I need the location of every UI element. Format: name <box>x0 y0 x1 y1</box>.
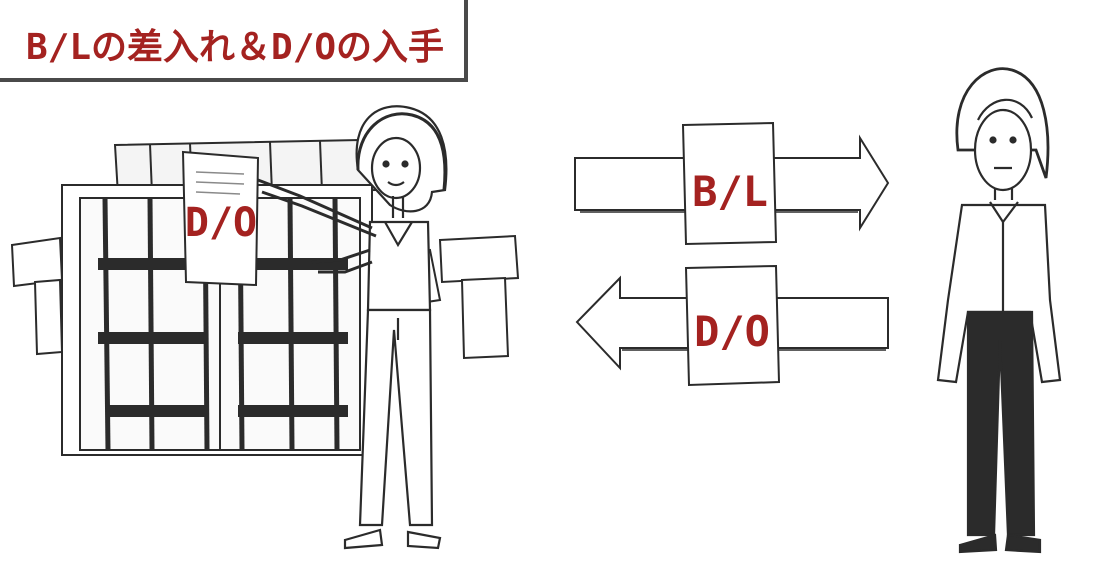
page-title: B/Lの差入れ＆D/Oの入手 <box>26 27 445 68</box>
arrow-left-do: D/O <box>575 264 889 387</box>
woman-figure <box>257 105 448 550</box>
man-figure <box>936 67 1062 554</box>
title-frame <box>0 0 468 82</box>
arrow-right-label: B/L <box>692 167 768 216</box>
container-document: D/O <box>181 150 260 287</box>
arrow-left-label: D/O <box>694 307 770 356</box>
arrow-right-bl: B/L <box>574 121 890 246</box>
container-document-label: D/O <box>185 200 257 246</box>
